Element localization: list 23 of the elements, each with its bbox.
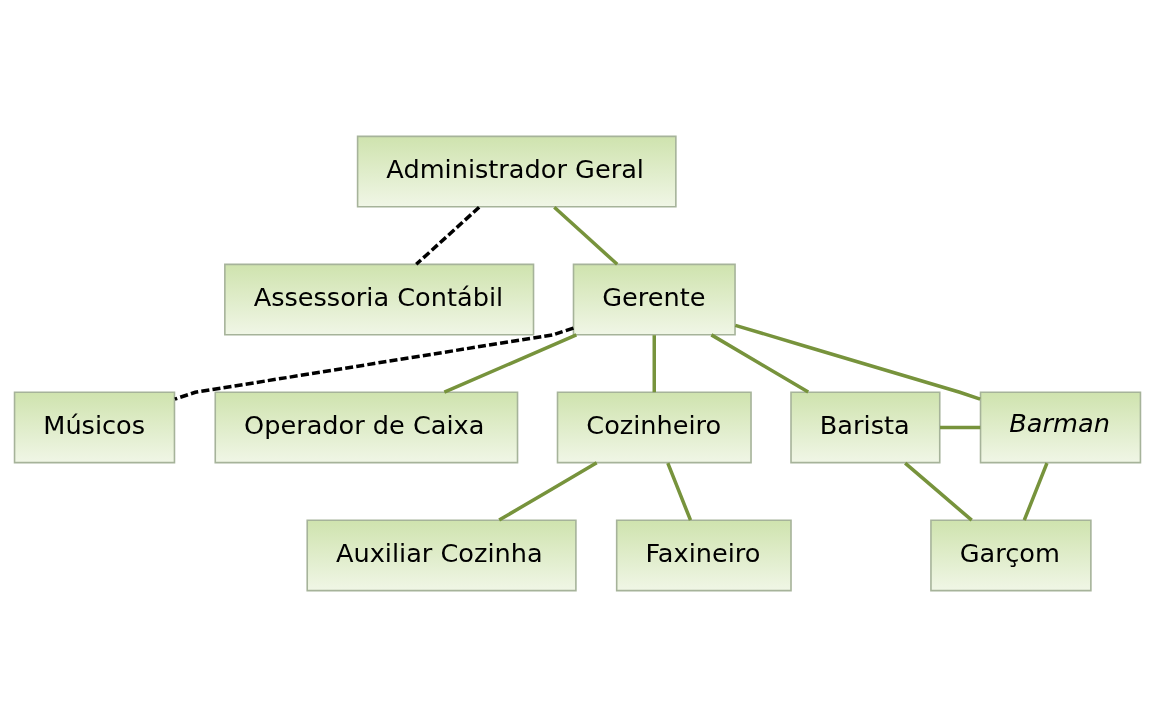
connector <box>710 333 810 394</box>
node-box: Cozinheiro <box>556 391 752 464</box>
connector <box>666 462 693 521</box>
connector <box>415 205 481 266</box>
node-box: Administrador Geral <box>356 135 677 208</box>
node-box: Barman <box>979 391 1142 464</box>
node-box: Barista <box>790 391 941 464</box>
connector <box>498 461 598 522</box>
connector <box>734 323 981 401</box>
connector <box>940 425 981 430</box>
node-box: Auxiliar Cozinha <box>306 519 577 592</box>
connector <box>652 335 657 393</box>
node-box: Músicos <box>13 391 176 464</box>
node-box: Operador de Caixa <box>214 391 519 464</box>
connector <box>443 333 578 394</box>
connector <box>1022 462 1049 521</box>
node-box: Gerente <box>572 263 736 336</box>
node-box: Assessoria Contábil <box>224 263 535 336</box>
node-box: Garçom <box>930 519 1092 592</box>
connector <box>553 205 619 266</box>
node-box: Faxineiro <box>615 519 792 592</box>
connector <box>174 326 574 401</box>
connector <box>904 461 973 522</box>
